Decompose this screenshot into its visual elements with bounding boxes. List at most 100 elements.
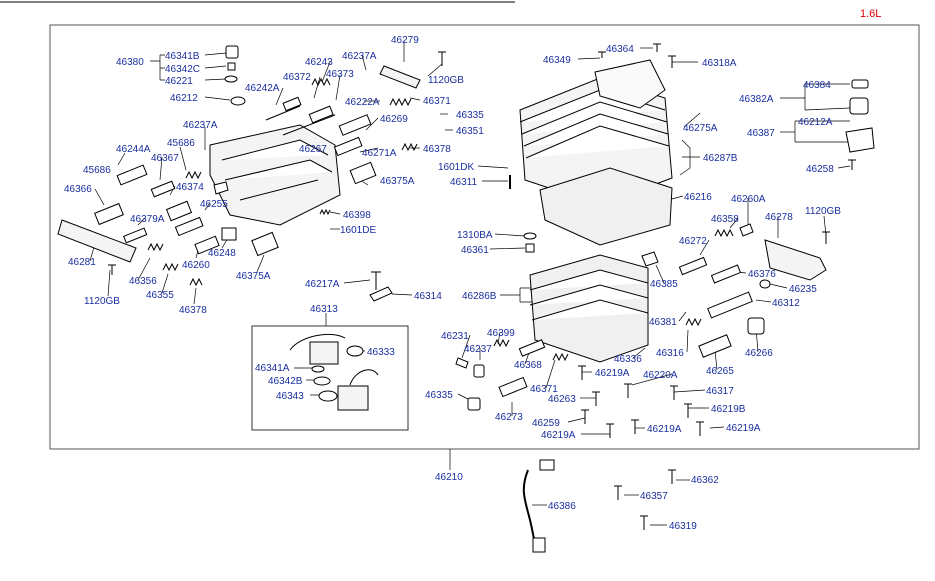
callout-label: 46387	[747, 128, 775, 139]
callout-label: 46375A	[236, 271, 271, 282]
callout-label: 1120GB	[428, 75, 464, 86]
callout-label: 46372	[283, 72, 311, 83]
callout-label: 46242A	[245, 83, 280, 94]
callout-label: 46342C	[165, 64, 200, 75]
callout-label: 46367	[151, 153, 179, 164]
callout-label: 46336	[614, 354, 642, 365]
callout-label: 46376	[748, 269, 776, 280]
callout-label: 46216	[684, 192, 712, 203]
callout-label: 46219A	[541, 430, 576, 441]
parts-drawings	[57, 43, 875, 553]
callout-label: 46237A	[183, 120, 218, 131]
callout-label: 1601DE	[340, 225, 376, 236]
callout-label: 46371	[530, 384, 558, 395]
callout-label: 46312	[772, 298, 800, 309]
callout-label: 46212A	[798, 117, 833, 128]
callout-label: 46398	[343, 210, 371, 221]
callout-label: 46244A	[116, 144, 151, 155]
callout-label: 46316	[656, 348, 684, 359]
callout-label: 46317	[706, 386, 734, 397]
callout-label: 46260	[182, 260, 210, 271]
callout-label: 46235	[789, 284, 817, 295]
callout-label: 46386	[548, 501, 576, 512]
callout-label: 46371	[423, 96, 451, 107]
callout-label: 46212	[170, 93, 198, 104]
callout-label: 46313	[310, 304, 338, 315]
callout-label: 46286B	[462, 291, 497, 302]
callout-label: 46385	[650, 279, 678, 290]
callout-label: 46260A	[731, 194, 766, 205]
callout-label: 46271A	[362, 148, 397, 159]
callout-label: 46263	[548, 394, 576, 405]
callout-label: 46335	[456, 110, 484, 121]
callout-label: 46375A	[380, 176, 415, 187]
callout-label: 46349	[543, 55, 571, 66]
callout-label: 46351	[456, 126, 484, 137]
callout-label: 46374	[176, 182, 204, 193]
callout-label: 46210	[435, 472, 463, 483]
callout-label: 46265	[706, 366, 734, 377]
callout-label: 46341B	[165, 51, 200, 62]
callout-label: 1310BA	[457, 230, 493, 241]
callout-label: 46219A	[726, 423, 761, 434]
callout-label: 46358	[711, 214, 739, 225]
callout-label: 46221	[165, 76, 193, 87]
callout-label: 46248	[208, 248, 236, 259]
callout-label: 45686	[167, 138, 195, 149]
callout-label: 46275A	[683, 123, 718, 134]
callout-label: 45686	[83, 165, 111, 176]
engine-version-label: 1.6L	[860, 8, 882, 20]
callout-label: 46266	[745, 348, 773, 359]
callout-label: 1120GB	[805, 206, 841, 217]
callout-label: 46333	[367, 347, 395, 358]
callout-label: 46384	[803, 80, 831, 91]
callout-label: 46341A	[255, 363, 290, 374]
callout-label: 46399	[487, 328, 515, 339]
callout-label: 46258	[806, 164, 834, 175]
callout-label: 46255	[200, 199, 228, 210]
assembly-frame	[49, 24, 920, 450]
callout-label: 46287B	[703, 153, 738, 164]
callout-label: 46219B	[711, 404, 746, 415]
callout-label: 46217A	[305, 279, 340, 290]
callout-label: 46380	[116, 57, 144, 68]
callout-label: 46243	[305, 57, 333, 68]
callout-label: 46361	[461, 245, 489, 256]
callout-label: 46342B	[268, 376, 303, 387]
callout-label: 46362	[691, 475, 719, 486]
callout-label: 46335	[425, 390, 453, 401]
callout-label: 1601DK	[438, 162, 474, 173]
callout-label: 46219A	[647, 424, 682, 435]
solenoid-inset-frame	[251, 325, 409, 431]
callout-label: 46318A	[702, 58, 737, 69]
callout-label: 46219A	[595, 368, 630, 379]
callout-label: 46237	[464, 344, 492, 355]
callout-label: 46366	[64, 184, 92, 195]
callout-label: 46357	[640, 491, 668, 502]
callout-label: 1120GB	[84, 296, 120, 307]
callout-label: 46314	[414, 291, 442, 302]
callout-label: 46231	[441, 331, 469, 342]
callout-label: 46319	[669, 521, 697, 532]
callout-label: 46220A	[643, 370, 678, 381]
callout-label: 46222A	[345, 97, 380, 108]
callout-label: 46278	[765, 212, 793, 223]
callout-label: 46237A	[342, 51, 377, 62]
callout-label: 46382A	[739, 94, 774, 105]
callout-label: 46272	[679, 236, 707, 247]
callout-label: 46379A	[130, 214, 165, 225]
callout-label: 46378	[179, 305, 207, 316]
callout-label: 46364	[606, 44, 634, 55]
callout-label: 46281	[68, 257, 96, 268]
callout-label: 46378	[423, 144, 451, 155]
callout-label: 46356	[129, 276, 157, 287]
callout-label: 46311	[450, 177, 478, 188]
callout-label: 46269	[380, 114, 408, 125]
callout-label: 46368	[514, 360, 542, 371]
callout-label: 46267	[299, 144, 327, 155]
callout-label: 46273	[495, 412, 523, 423]
callout-label: 46259	[532, 418, 560, 429]
callout-label: 46343	[276, 391, 304, 402]
